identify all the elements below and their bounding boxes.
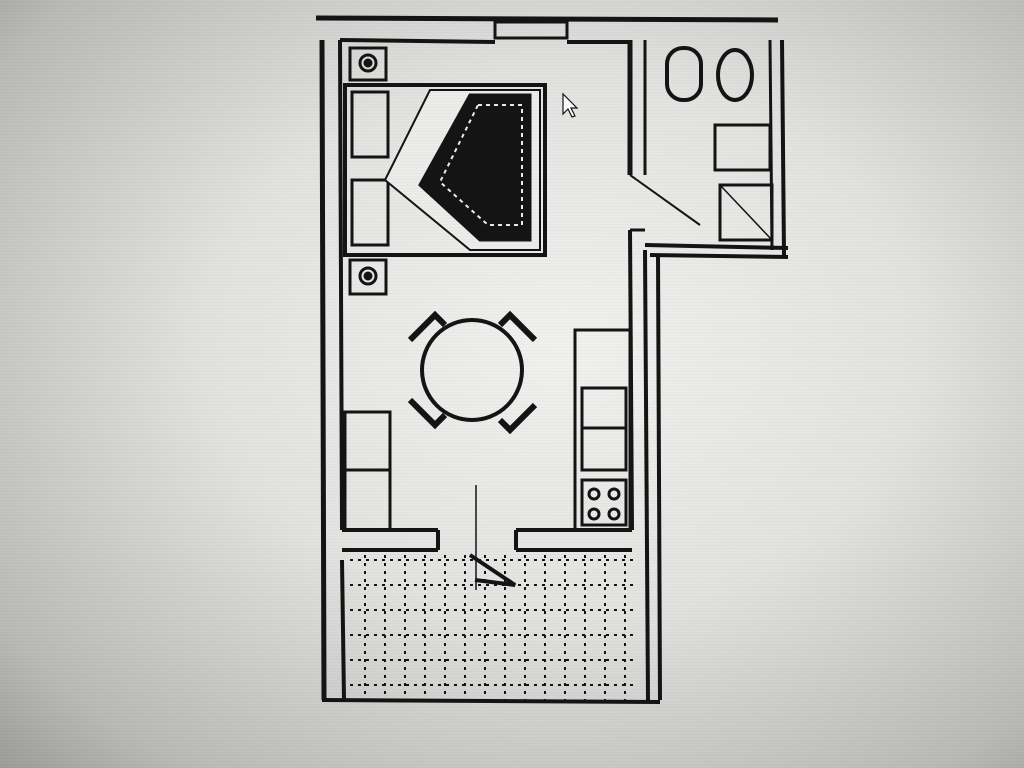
nightstand bbox=[348, 46, 388, 82]
shower bbox=[718, 183, 774, 242]
arrow-cursor-icon bbox=[562, 92, 579, 118]
bedroom bbox=[343, 46, 547, 296]
toilet bbox=[716, 48, 754, 102]
stove bbox=[580, 478, 628, 527]
terrace-tiles bbox=[350, 555, 635, 700]
bathroom bbox=[665, 46, 774, 242]
dining-table bbox=[407, 310, 538, 435]
door-swing bbox=[468, 485, 517, 590]
nightstand bbox=[348, 258, 388, 296]
bed bbox=[343, 83, 547, 257]
window bbox=[493, 20, 569, 40]
bidet bbox=[665, 46, 703, 102]
bedspread bbox=[418, 93, 532, 242]
sink bbox=[713, 123, 772, 172]
kitchen bbox=[343, 328, 632, 532]
